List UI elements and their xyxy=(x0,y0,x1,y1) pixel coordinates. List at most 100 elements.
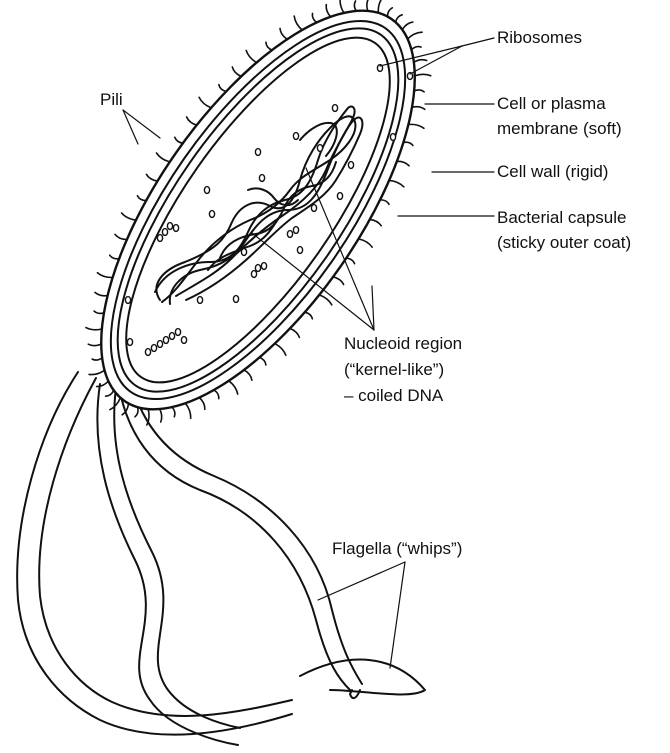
label-cell-wall: Cell wall (rigid) xyxy=(497,160,608,183)
pilus xyxy=(106,390,114,396)
pilus xyxy=(370,219,381,225)
pilus xyxy=(137,196,146,201)
pilus xyxy=(97,381,109,386)
pilus xyxy=(380,200,389,204)
label-ribosomes: Ribosomes xyxy=(497,26,582,49)
pilus xyxy=(294,16,302,30)
pilus xyxy=(110,255,119,259)
flagellum-3 xyxy=(120,392,350,690)
ribosome xyxy=(204,187,209,194)
ribosome xyxy=(255,149,260,156)
pilus xyxy=(367,0,369,11)
pilus xyxy=(199,97,211,108)
pilus xyxy=(333,277,344,285)
pilus xyxy=(397,161,409,166)
flagella-leader-2 xyxy=(390,562,405,668)
pilus xyxy=(244,370,252,380)
pilus xyxy=(229,381,238,394)
pilus xyxy=(312,13,316,22)
pilus xyxy=(402,22,413,30)
ribosome xyxy=(293,227,298,234)
label-nucleoid-line3: – coiled DNA xyxy=(344,384,443,407)
pilus xyxy=(354,1,356,11)
pilus xyxy=(115,234,127,239)
pilus xyxy=(378,0,382,13)
pilus xyxy=(94,311,104,313)
ribosome xyxy=(181,337,186,344)
pilus xyxy=(86,328,102,330)
pilus xyxy=(92,358,102,360)
pilus xyxy=(389,180,404,186)
pilus xyxy=(414,90,424,92)
ribosome xyxy=(233,296,238,303)
ribosome xyxy=(162,229,167,236)
pilus xyxy=(89,370,104,374)
ribosome xyxy=(157,341,162,348)
pilus xyxy=(415,74,431,76)
flagellum-3-inner xyxy=(134,392,362,684)
ribosome xyxy=(287,231,292,238)
pilus xyxy=(305,312,313,319)
label-nucleoid-line2: (“kernel-like”) xyxy=(344,358,444,381)
ribosome xyxy=(317,145,322,152)
ribosome xyxy=(293,133,298,140)
pilus xyxy=(175,137,183,143)
pilus xyxy=(122,213,136,220)
pilus xyxy=(157,153,170,162)
ribosome xyxy=(255,265,260,272)
pilus xyxy=(412,107,425,110)
ribosome xyxy=(127,339,132,346)
ribosome xyxy=(197,297,202,304)
pilus xyxy=(185,403,190,418)
ribosome xyxy=(390,134,395,141)
ribosome xyxy=(332,105,337,112)
label-membrane-line1: Cell or plasma xyxy=(497,92,606,115)
ribosome xyxy=(157,235,162,242)
ribosome xyxy=(173,225,178,232)
pilus xyxy=(199,398,205,410)
pilus xyxy=(408,32,423,39)
flagellum-1-inner xyxy=(39,378,292,716)
ribosome xyxy=(251,271,256,278)
pilus xyxy=(232,67,241,76)
ribosome xyxy=(209,211,214,218)
pilus xyxy=(266,42,272,50)
ribosome xyxy=(125,297,130,304)
pilus xyxy=(412,47,422,50)
label-pili: Pili xyxy=(100,88,123,111)
pilus xyxy=(414,60,427,62)
pilus xyxy=(290,329,299,338)
pilus xyxy=(280,28,287,39)
pilus xyxy=(319,295,332,305)
pilus xyxy=(396,15,403,22)
ribosome xyxy=(337,193,342,200)
pilus xyxy=(340,0,344,13)
pilus xyxy=(214,390,219,399)
pilus xyxy=(146,174,157,181)
pilus xyxy=(259,357,266,365)
flagella-leader-1 xyxy=(318,562,405,600)
ribosome xyxy=(311,205,316,212)
label-membrane-line2: membrane (soft) xyxy=(497,117,622,140)
pilus xyxy=(275,344,286,356)
ribosome-leader-1 xyxy=(462,38,494,46)
ribosome xyxy=(348,162,353,169)
pilus xyxy=(388,8,393,17)
ribosome xyxy=(241,249,246,256)
pilus xyxy=(346,258,354,264)
pilus xyxy=(246,50,256,62)
pilus xyxy=(88,344,101,346)
label-capsule-line1: Bacterial capsule xyxy=(497,206,626,229)
label-nucleoid-line1: Nucleoid region xyxy=(344,332,462,355)
flagellum-1 xyxy=(17,372,292,735)
ribosome xyxy=(145,349,150,356)
ribosome xyxy=(167,223,172,230)
ribosome xyxy=(151,345,156,352)
pilus xyxy=(326,5,330,17)
pilus xyxy=(408,124,424,128)
pilus xyxy=(97,273,112,278)
ribosome xyxy=(259,175,264,182)
ribosome xyxy=(169,333,174,340)
pilus xyxy=(219,85,226,92)
